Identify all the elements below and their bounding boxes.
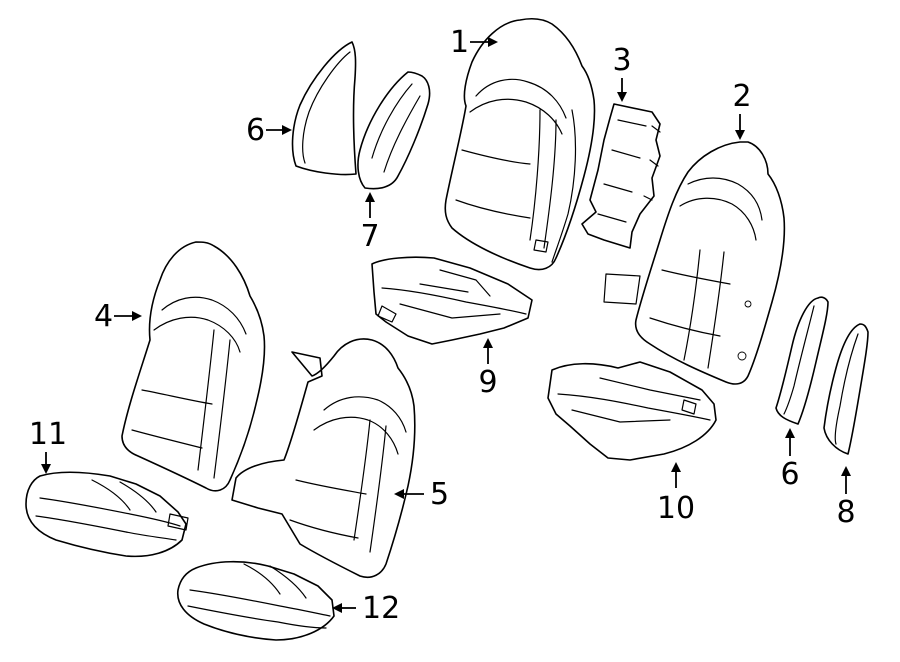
- part-5-seat-back-shell: [231, 338, 416, 579]
- callout-2: 2: [732, 79, 752, 140]
- callout-1-number: 1: [450, 25, 469, 60]
- callout-6-lower: 6: [780, 428, 800, 492]
- callout-11: 11: [29, 417, 67, 474]
- part-1-seat-back: [444, 18, 596, 271]
- callout-4-number: 4: [94, 299, 113, 334]
- callout-6-upper-number: 6: [246, 113, 265, 148]
- callout-4: 4: [94, 299, 142, 334]
- callout-7: 7: [360, 192, 380, 254]
- part-9-cushion-frame: [371, 256, 533, 345]
- callout-11-number: 11: [29, 417, 67, 452]
- part-10-seat-cushion-right: [547, 361, 717, 461]
- callout-3: 3: [612, 43, 632, 102]
- callout-6-upper: 6: [246, 113, 292, 148]
- callout-12-number: 12: [362, 591, 400, 626]
- callout-10-number: 10: [657, 491, 695, 526]
- callout-8-number: 8: [836, 495, 855, 530]
- part-3-back-frame-panel: [581, 103, 661, 249]
- part-12-seat-cushion-bottom: [177, 560, 335, 641]
- callout-1: 1: [450, 25, 498, 60]
- callout-8: 8: [836, 466, 856, 530]
- callout-9: 9: [478, 338, 498, 400]
- callout-10: 10: [657, 462, 695, 526]
- callout-7-number: 7: [360, 219, 379, 254]
- callout-3-number: 3: [612, 43, 631, 78]
- part-6-side-trim-upper: [291, 41, 357, 176]
- part-8-bolster-trim: [823, 323, 869, 455]
- part-7-side-bolster-trim: [357, 71, 431, 190]
- callout-5-number: 5: [430, 477, 449, 512]
- callout-5: 5: [394, 477, 449, 512]
- part-11-seat-cushion-left: [25, 471, 189, 558]
- callout-6-lower-number: 6: [780, 457, 799, 492]
- part-6-side-trim-lower: [775, 296, 829, 425]
- callout-12: 12: [332, 591, 400, 626]
- part-4-seat-back-left: [121, 241, 266, 492]
- callout-2-number: 2: [732, 79, 751, 114]
- callout-9-number: 9: [478, 365, 497, 400]
- part-2-seat-back-right: [603, 141, 786, 385]
